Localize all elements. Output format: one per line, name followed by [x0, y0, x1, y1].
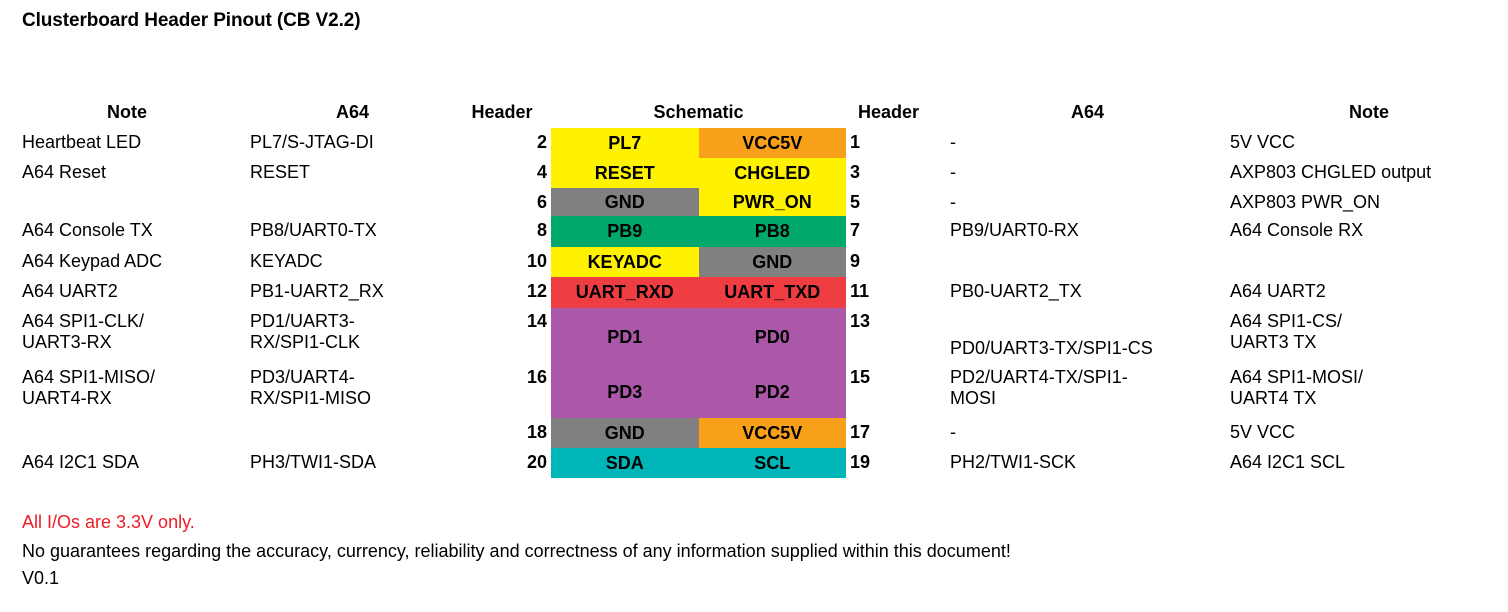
pin-number-left: 6 — [536, 192, 547, 212]
a64-left-cell: PH3/TWI1-SDA — [250, 452, 377, 472]
a64-right-cell: PH2/TWI1-SCK — [950, 452, 1077, 472]
schematic-cell-left: GND — [551, 188, 699, 216]
pin-number-right: 13 — [850, 311, 871, 331]
a64-right-cell: - — [950, 192, 956, 212]
schematic-cell-right: CHGLED — [698, 158, 846, 188]
schematic-cell-left: GND — [551, 418, 699, 448]
schematic-cell-right: PWR_ON — [698, 188, 846, 216]
note-left-cell: A64 SPI1-CLK/ UART3-RX — [22, 311, 145, 352]
note-left-cell: A64 SPI1-MISO/ UART4-RX — [22, 367, 156, 408]
a64-right-cell: PD0/UART3-TX/SPI1-CS — [950, 338, 1153, 358]
schematic-cell-left: SDA — [551, 448, 699, 478]
pin-number-right: 9 — [850, 251, 861, 271]
schematic-cell-right: VCC5V — [698, 128, 846, 158]
schematic-cell-right: VCC5V — [698, 418, 846, 448]
pin-number-right: 1 — [850, 132, 861, 152]
a64-left-cell: PD1/UART3- RX/SPI1-CLK — [250, 311, 361, 352]
a64-left-cell: PD3/UART4- RX/SPI1-MISO — [250, 367, 372, 408]
page-title: Clusterboard Header Pinout (CB V2.2) — [22, 10, 361, 31]
column-header-a64-right: A64 — [1070, 102, 1105, 122]
note-left-cell: A64 Console TX — [22, 220, 153, 240]
pin-number-left: 20 — [526, 452, 547, 472]
a64-left-cell: PB1-UART2_RX — [250, 281, 384, 301]
note-right-cell: A64 I2C1 SCL — [1230, 452, 1346, 472]
pin-number-left: 16 — [526, 367, 547, 387]
schematic-cell-left: RESET — [551, 158, 699, 188]
a64-right-cell: PB0-UART2_TX — [950, 281, 1082, 301]
pin-number-left: 2 — [536, 132, 547, 152]
schematic-cell-right: GND — [698, 247, 846, 277]
pin-number-right: 11 — [850, 281, 870, 301]
a64-left-cell: PB8/UART0-TX — [250, 220, 377, 240]
a64-right-cell: PD2/UART4-TX/SPI1- MOSI — [950, 367, 1128, 408]
a64-left-cell: RESET — [250, 162, 311, 182]
schematic-cell-left: PL7 — [551, 128, 699, 158]
note-left-cell: A64 I2C1 SDA — [22, 452, 140, 472]
column-header-header-left: Header — [471, 102, 533, 122]
schematic-cell-right: UART_TXD — [698, 277, 846, 308]
schematic-cell-left: PB9 — [551, 216, 699, 247]
note-right-cell: A64 SPI1-MOSI/ UART4 TX — [1230, 367, 1364, 408]
note-right-cell: 5V VCC — [1230, 422, 1296, 442]
footer-disclaimer: No guarantees regarding the accuracy, cu… — [22, 541, 1011, 561]
pin-number-left: 18 — [526, 422, 547, 442]
pin-number-right: 7 — [850, 220, 861, 240]
schematic-cell-right: PB8 — [698, 216, 846, 247]
schematic-cell-right: PD2 — [698, 366, 846, 418]
note-left-cell: A64 Reset — [22, 162, 107, 182]
a64-left-cell: KEYADC — [250, 251, 323, 271]
pin-number-left: 14 — [526, 311, 547, 331]
a64-right-cell: - — [950, 132, 956, 152]
schematic-cell-left: UART_RXD — [551, 277, 699, 308]
note-left-cell: A64 UART2 — [22, 281, 118, 301]
note-right-cell: A64 UART2 — [1230, 281, 1326, 301]
pin-number-left: 4 — [536, 162, 547, 182]
note-right-cell: AXP803 CHGLED output — [1230, 162, 1432, 182]
pin-number-right: 17 — [850, 422, 871, 442]
pin-number-left: 12 — [526, 281, 547, 301]
schematic-cell-right: PD0 — [698, 308, 846, 366]
footer-warning: All I/Os are 3.3V only. — [22, 512, 195, 532]
column-header-note-left: Note — [107, 102, 147, 122]
note-right-cell: A64 Console RX — [1230, 220, 1364, 240]
column-header-note-right: Note — [1349, 102, 1389, 122]
schematic-cell-left: KEYADC — [551, 247, 699, 277]
column-header-schematic: Schematic — [653, 102, 744, 122]
schematic-cell-right: SCL — [698, 448, 846, 478]
note-right-cell: 5V VCC — [1230, 132, 1296, 152]
column-header-a64-left: A64 — [335, 102, 370, 122]
a64-right-cell: - — [950, 162, 956, 182]
pin-number-right: 3 — [850, 162, 861, 182]
a64-right-cell: PB9/UART0-RX — [950, 220, 1079, 240]
schematic-cell-left: PD3 — [551, 366, 699, 418]
note-right-cell: AXP803 PWR_ON — [1230, 192, 1381, 212]
a64-right-cell: - — [950, 422, 956, 442]
column-header-header-right: Header — [858, 102, 920, 122]
note-left-cell: A64 Keypad ADC — [22, 251, 163, 271]
schematic-cell-left: PD1 — [551, 308, 699, 366]
footer-version: V0.1 — [22, 568, 60, 588]
pin-number-right: 5 — [850, 192, 861, 212]
pin-number-right: 15 — [850, 367, 871, 387]
a64-left-cell: PL7/S-JTAG-DI — [250, 132, 374, 152]
pin-number-left: 10 — [526, 251, 547, 271]
note-right-cell: A64 SPI1-CS/ UART3 TX — [1230, 311, 1343, 352]
pin-number-left: 8 — [536, 220, 547, 240]
note-left-cell: Heartbeat LED — [22, 132, 142, 152]
pin-number-right: 19 — [850, 452, 871, 472]
